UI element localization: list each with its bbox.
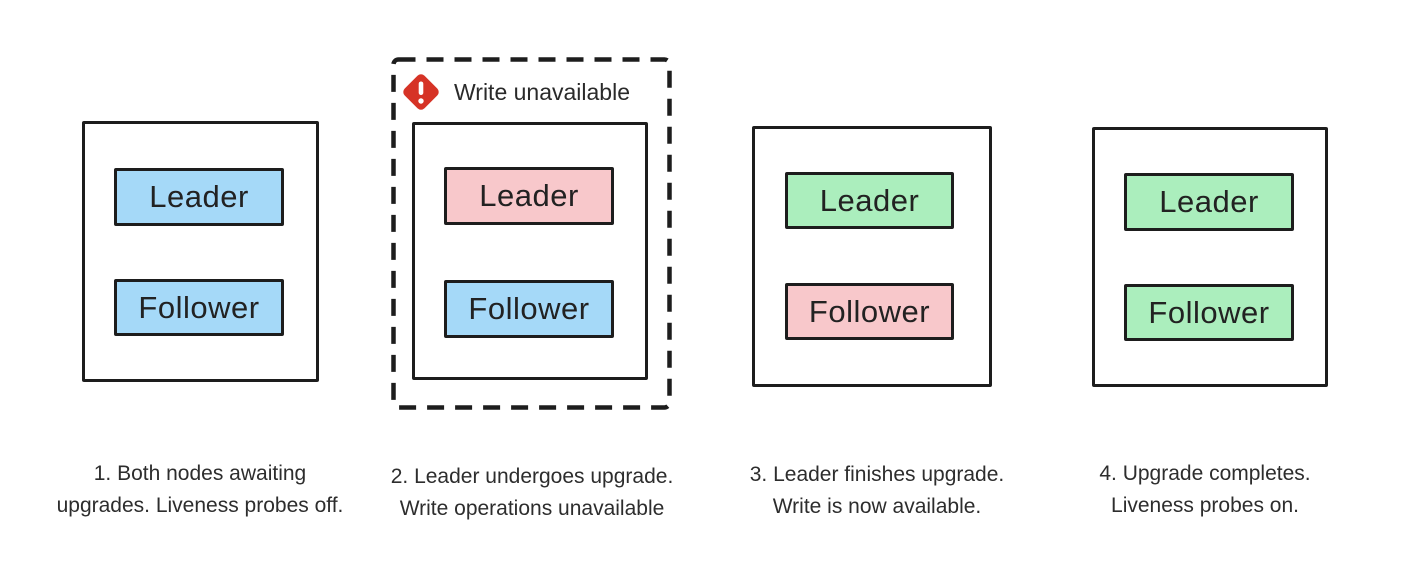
stage-1-caption: 1. Both nodes awaiting upgrades. Livenes…: [25, 458, 375, 522]
caption-line: Write operations unavailable: [399, 497, 665, 520]
alert-label: Write unavailable: [454, 78, 631, 105]
stage-1-follower-node: Follower: [114, 279, 284, 336]
node-label: Follower: [1148, 294, 1270, 330]
node-label: Leader: [149, 179, 249, 214]
stage-3-follower-node: Follower: [785, 283, 954, 340]
caption-line: Liveness probes on.: [1111, 494, 1299, 517]
stage-1-cluster-box: Leader Follower: [82, 121, 319, 382]
node-label: Follower: [138, 289, 260, 325]
stage-4-cluster-box: Leader Follower: [1092, 127, 1328, 387]
stage-3-cluster-box: Leader Follower: [752, 126, 992, 387]
caption-line: upgrades. Liveness probes off.: [56, 494, 344, 517]
stage-2-cluster-box: Leader Follower: [412, 122, 648, 380]
node-label: Follower: [808, 293, 931, 329]
node-label: Leader: [1159, 184, 1259, 219]
stage-2-leader-node: Leader: [444, 167, 614, 225]
caption-line: Write is now available.: [772, 495, 982, 518]
stage-4-caption: 4. Upgrade completes. Liveness probes on…: [1055, 458, 1355, 522]
caption-line: 2. Leader undergoes upgrade.: [390, 465, 674, 488]
caption-line: 4. Upgrade completes.: [1099, 462, 1311, 485]
node-label: Leader: [479, 178, 579, 213]
caption-line: 1. Both nodes awaiting: [93, 462, 307, 485]
stage-4-follower-node: Follower: [1124, 284, 1294, 341]
stage-4-leader-node: Leader: [1124, 173, 1294, 231]
stage-1-leader-node: Leader: [114, 168, 284, 226]
alert-diamond-icon: [403, 74, 439, 110]
stage-2-caption: 2. Leader undergoes upgrade. Write opera…: [372, 461, 692, 525]
stage-3-caption: 3. Leader finishes upgrade. Write is now…: [712, 459, 1042, 523]
node-label: Follower: [468, 291, 590, 326]
caption-line: 3. Leader finishes upgrade.: [749, 463, 1005, 486]
node-label: Leader: [819, 182, 920, 218]
stage-3-leader-node: Leader: [785, 172, 954, 229]
write-unavailable-alert: Write unavailable: [401, 71, 630, 113]
stage-2-follower-node: Follower: [444, 280, 614, 338]
